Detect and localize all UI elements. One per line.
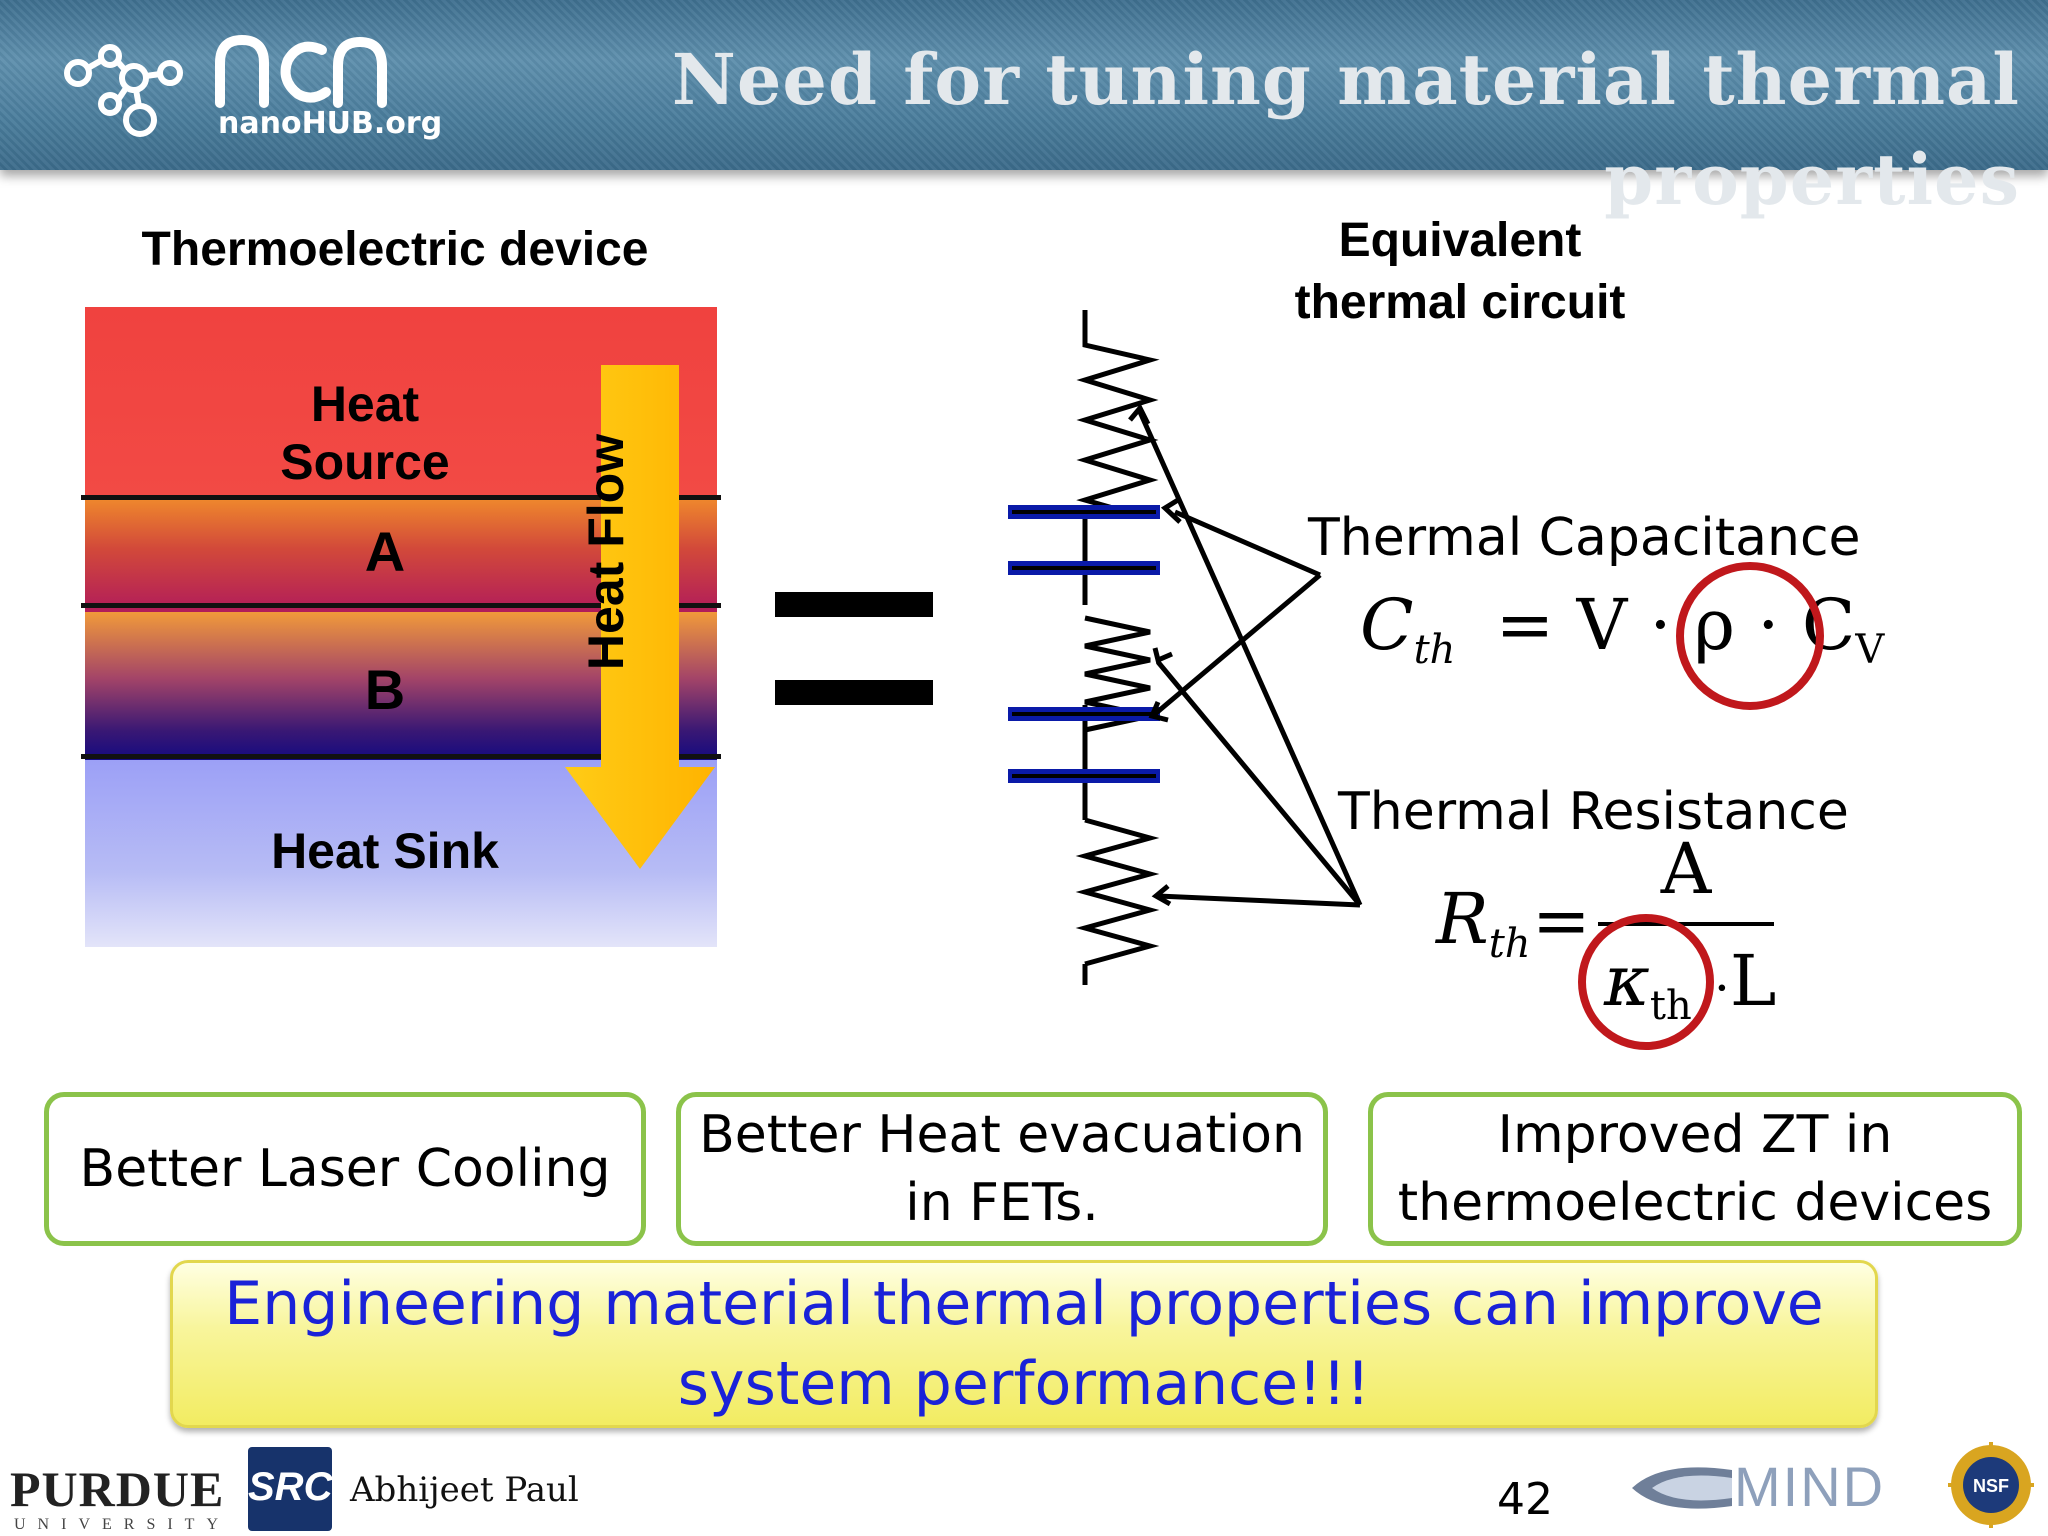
nanohub-molecule-icon bbox=[64, 34, 387, 137]
nanohub-logo-text: nanoHUB.org bbox=[218, 106, 443, 141]
capacitor-plate-lines bbox=[1012, 510, 1156, 778]
equals-sign-top bbox=[775, 592, 933, 617]
rth-numerator: A bbox=[1660, 828, 1712, 910]
purdue-subtitle: UNIVERSITY bbox=[14, 1516, 230, 1533]
nsf-logo: NSF bbox=[1946, 1440, 2036, 1530]
purdue-name: PURDUE bbox=[10, 1461, 225, 1517]
nsf-seal-icon: NSF bbox=[1948, 1442, 2034, 1528]
circuit-heading-line1: Equivalent bbox=[1338, 214, 1582, 267]
layer-a-label: A bbox=[364, 520, 406, 583]
src-logo: SRC bbox=[248, 1447, 332, 1531]
layer-divider bbox=[81, 495, 721, 500]
layer-b-label: B bbox=[364, 658, 406, 721]
thermal-capacitance-label: Thermal Capacitance bbox=[1308, 508, 1861, 568]
slide-header bbox=[0, 0, 2048, 170]
benefit-box-fet: Better Heat evacuation in FETs. bbox=[676, 1092, 1328, 1246]
denominator-dot: · bbox=[1714, 959, 1730, 1017]
cth-subscript: th bbox=[1413, 627, 1456, 673]
benefit-line2: thermoelectric devices bbox=[1397, 1173, 1993, 1233]
capacitance-equation: = V · ρ · bbox=[1495, 584, 1780, 666]
conclusion-callout: Engineering material thermal properties … bbox=[170, 1260, 1878, 1428]
heat-flow-label-wrap: Heat Flow bbox=[561, 397, 651, 707]
benefit-box-laser-cooling: Better Laser Cooling bbox=[44, 1092, 646, 1246]
mind-logo-text: MIND bbox=[1734, 1455, 1886, 1518]
resistor-bottom bbox=[1075, 817, 1160, 967]
callout-line2: system performance!!! bbox=[677, 1349, 1371, 1419]
fraction-bar bbox=[1598, 922, 1774, 926]
cv-subscript: V bbox=[1855, 627, 1885, 673]
capacitance-formula: Cth = V · ρ · CV bbox=[1360, 584, 1920, 684]
benefit-line1: Improved ZT in bbox=[1497, 1105, 1893, 1165]
src-logo-text: SRC bbox=[248, 1465, 333, 1509]
benefit-box-zt: Improved ZT in thermoelectric devices bbox=[1368, 1092, 2022, 1246]
layer-divider bbox=[81, 754, 721, 759]
thermoelectric-device-diagram: Heat Source A B Heat Sink Heat Flow bbox=[81, 307, 721, 947]
layer-divider bbox=[81, 603, 721, 608]
callout-line1: Engineering material thermal properties … bbox=[224, 1269, 1824, 1339]
heat-sink-label: Heat Sink bbox=[271, 823, 499, 879]
rth-equals: = bbox=[1532, 880, 1591, 962]
kappa-symbol: κ bbox=[1604, 940, 1650, 1022]
benefit-line1: Better Heat evacuation bbox=[699, 1105, 1305, 1165]
rth-lhs: Rth bbox=[1436, 878, 1576, 978]
length-symbol: L bbox=[1729, 940, 1777, 1022]
mind-swoosh-icon bbox=[1632, 1467, 1732, 1509]
benefit-text: Better Laser Cooling bbox=[79, 1139, 611, 1199]
slide-title: Need for tuning material thermal propert… bbox=[671, 38, 2020, 221]
circuit-heading-line2: thermal circuit bbox=[1294, 276, 1626, 329]
thermal-resistance-label: Thermal Resistance bbox=[1338, 782, 1849, 842]
heat-flow-arrow-icon bbox=[565, 365, 715, 869]
cv-highlight-circle-icon bbox=[1676, 562, 1824, 710]
device-heading: Thermoelectric device bbox=[141, 223, 649, 276]
nsf-seal-text: NSF bbox=[1973, 1476, 2009, 1496]
benefit-line2: in FETs. bbox=[905, 1173, 1099, 1233]
heat-flow-label: Heat Flow bbox=[578, 433, 634, 671]
mind-logo: MIND bbox=[1622, 1452, 1932, 1522]
equals-sign-bottom bbox=[775, 680, 933, 705]
author-name: Abhijeet Paul bbox=[350, 1470, 579, 1510]
rth-subscript: th bbox=[1488, 921, 1531, 967]
kappa-highlight-circle-icon bbox=[1578, 914, 1714, 1050]
nanohub-logo: nanoHUB.org bbox=[60, 28, 443, 158]
purdue-logo: PURDUE UNIVERSITY bbox=[10, 1460, 223, 1536]
circuit-heading: Equivalent thermal circuit bbox=[1240, 210, 1680, 334]
thermal-circuit-diagram bbox=[1008, 310, 1363, 985]
page-number: 42 bbox=[1497, 1474, 1553, 1525]
rth-symbol: R bbox=[1436, 878, 1489, 960]
rth-denominator: κth ·L bbox=[1604, 940, 1804, 1040]
heat-source-label: Heat Source bbox=[280, 376, 450, 490]
cth-symbol: C bbox=[1360, 584, 1414, 666]
kappa-subscript: th bbox=[1649, 983, 1692, 1029]
pointer-arrows bbox=[1128, 403, 1363, 908]
